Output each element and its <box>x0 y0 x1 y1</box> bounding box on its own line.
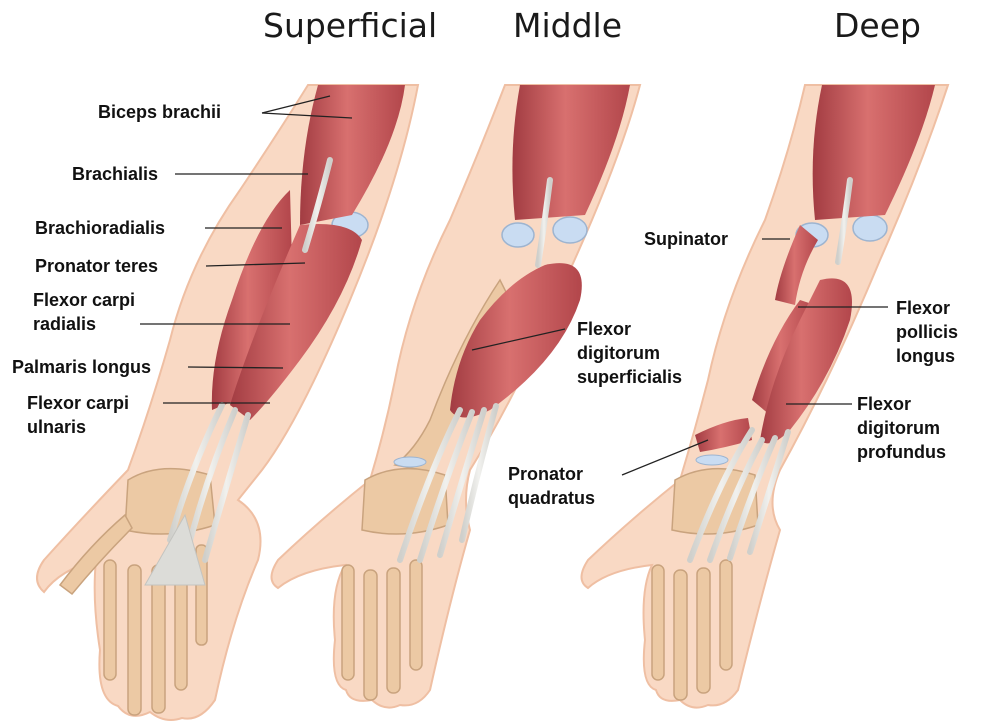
label-line: ulnaris <box>27 415 129 439</box>
label-flexor-digitorum-superficialis: Flexor digitorum superficialis <box>577 317 682 389</box>
label-pronator-quadratus: Pronator quadratus <box>508 462 595 510</box>
label-palmaris-longus: Palmaris longus <box>12 355 151 379</box>
label-line: Flexor <box>896 296 958 320</box>
label-line: digitorum <box>577 341 682 365</box>
label-line: longus <box>896 344 958 368</box>
label-supinator: Supinator <box>644 227 728 251</box>
label-flexor-carpi-radialis: Flexor carpi radialis <box>33 288 135 336</box>
middle-elbow-cartilage-right <box>553 217 587 243</box>
label-line: Flexor carpi <box>27 391 129 415</box>
middle-elbow-cartilage-left <box>502 223 534 247</box>
label-flexor-carpi-ulnaris: Flexor carpi ulnaris <box>27 391 129 439</box>
deep-wrist-cartilage <box>696 455 728 465</box>
heading-superficial: Superficial <box>263 6 437 45</box>
label-line: radialis <box>33 312 135 336</box>
label-flexor-digitorum-profundus: Flexor digitorum profundus <box>857 392 946 464</box>
label-line: superficialis <box>577 365 682 389</box>
label-line: Flexor <box>857 392 946 416</box>
label-line: quadratus <box>508 486 595 510</box>
label-line: pollicis <box>896 320 958 344</box>
label-line: Pronator <box>508 462 595 486</box>
label-brachialis: Brachialis <box>72 162 158 186</box>
label-line: Flexor carpi <box>33 288 135 312</box>
label-flexor-pollicis-longus: Flexor pollicis longus <box>896 296 958 368</box>
middle-wrist-cartilage <box>394 457 426 467</box>
heading-middle: Middle <box>513 6 622 45</box>
label-line: profundus <box>857 440 946 464</box>
label-brachioradialis: Brachioradialis <box>35 216 165 240</box>
label-line: Flexor <box>577 317 682 341</box>
label-biceps-brachii: Biceps brachii <box>98 100 221 124</box>
label-line: digitorum <box>857 416 946 440</box>
label-pronator-teres: Pronator teres <box>35 254 158 278</box>
heading-deep: Deep <box>834 6 921 45</box>
deep-elbow-cartilage-right <box>853 215 887 241</box>
